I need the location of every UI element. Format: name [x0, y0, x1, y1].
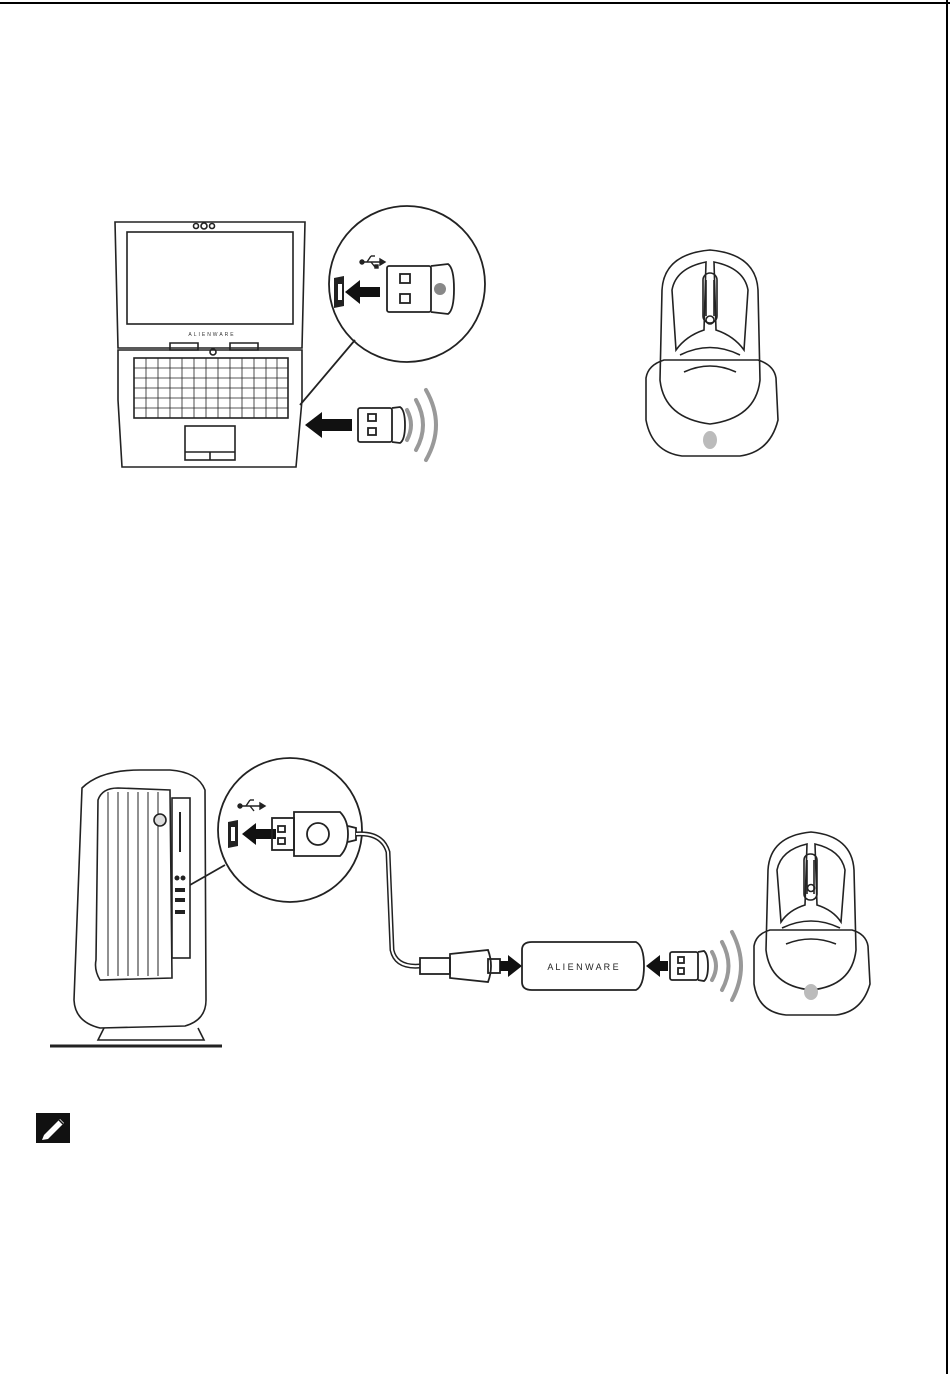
- insert-arrow-icon: [500, 955, 522, 977]
- insert-arrow-icon: [305, 412, 352, 438]
- laptop-brand-label: ALIENWARE: [188, 332, 235, 338]
- micro-usb-connector-icon: [420, 950, 500, 982]
- zoom-callout: [300, 206, 485, 405]
- mouse-on-cradle-icon: [646, 250, 778, 456]
- insert-arrow-icon: [646, 955, 668, 977]
- laptop-icon: [115, 222, 305, 467]
- usb-icon: [238, 800, 265, 811]
- desktop-tower-icon: [50, 770, 222, 1046]
- usb-dongle-icon: [358, 407, 405, 443]
- mouse-on-cradle-icon: [754, 832, 870, 1015]
- usb-dongle-icon: [670, 951, 708, 981]
- figure-desktop-connection: A L I E N W A R E: [50, 758, 870, 1046]
- usb-port-icon: [334, 276, 344, 308]
- extender-brand-label: A L I E N W A R E: [547, 962, 618, 972]
- front-port-panel: [175, 876, 186, 915]
- insert-arrow-icon: [345, 280, 380, 304]
- usb-cable-plug-icon: [272, 812, 356, 856]
- wireless-signal-icon: [712, 932, 741, 1000]
- insert-arrow-icon: [242, 823, 276, 845]
- wireless-signal-icon: [407, 390, 436, 460]
- usb-port-icon: [228, 820, 238, 848]
- usb-icon: [360, 256, 385, 268]
- usb-dongle-icon: [387, 264, 454, 314]
- figure-laptop-connection: ALIENWARE: [115, 206, 778, 467]
- pencil-note-icon: [36, 1113, 70, 1143]
